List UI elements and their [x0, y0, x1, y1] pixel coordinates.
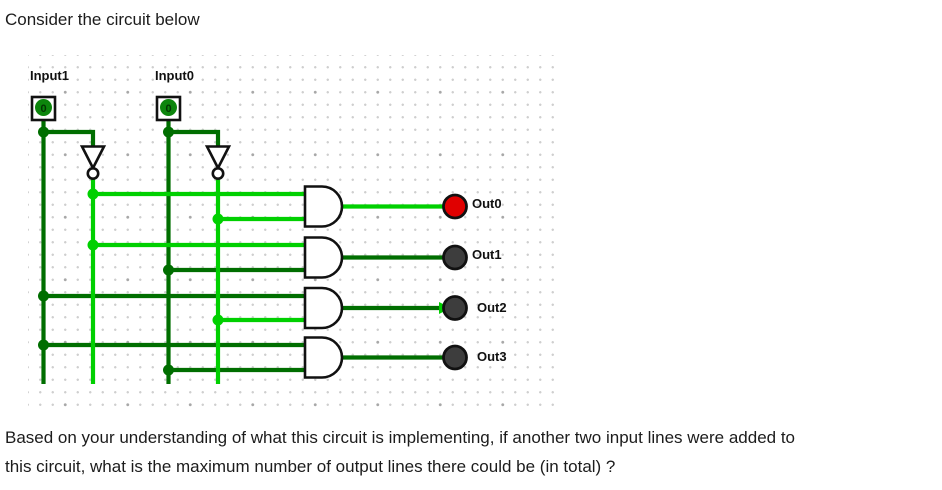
question-text: Based on your understanding of what this… — [5, 423, 795, 481]
input0-value: 0 — [165, 103, 171, 115]
junction-dot — [38, 126, 49, 138]
input0-inverter-branch-wire — [168, 129, 221, 147]
out2-label: Out2 — [477, 300, 507, 315]
input1-inverter-branch-wire — [43, 129, 96, 147]
and-gate-2 — [303, 286, 344, 330]
and-gate-1 — [303, 236, 344, 279]
input-pin-input1: Input1 0 — [30, 68, 69, 122]
junction-dot — [163, 364, 174, 376]
junction-dot — [38, 339, 49, 351]
input0-label: Input0 — [155, 68, 194, 83]
junction-dot — [38, 290, 49, 302]
question-line-2: this circuit, what is the maximum number… — [5, 457, 616, 476]
and-gate-3 — [303, 336, 344, 379]
out3-label: Out3 — [477, 349, 507, 364]
not-gate-input1 — [79, 145, 107, 181]
input-pin-input0: Input0 0 — [155, 68, 194, 122]
page-title: Consider the circuit below — [5, 10, 200, 29]
led-out3: Out3 — [442, 344, 507, 371]
junction-dot — [163, 126, 174, 138]
input1-label: Input1 — [30, 68, 69, 83]
junction-dot — [87, 239, 99, 251]
led-out1: Out1 — [442, 244, 502, 271]
junction-dot — [212, 213, 224, 225]
circuit-canvas — [28, 55, 558, 411]
input1-value: 0 — [40, 103, 46, 115]
question-line-1: Based on your understanding of what this… — [5, 428, 796, 447]
out0-label: Out0 — [472, 196, 502, 211]
out1-label: Out1 — [472, 247, 502, 262]
led-out2: Out2 — [442, 295, 507, 321]
led-out0: Out0 — [442, 193, 502, 220]
and-gate-0 — [303, 185, 344, 228]
junction-dot — [87, 188, 99, 200]
junction-dot — [212, 314, 224, 326]
out2-wire — [341, 302, 451, 314]
not-gate-input0 — [204, 145, 232, 181]
junction-dot — [163, 264, 174, 276]
